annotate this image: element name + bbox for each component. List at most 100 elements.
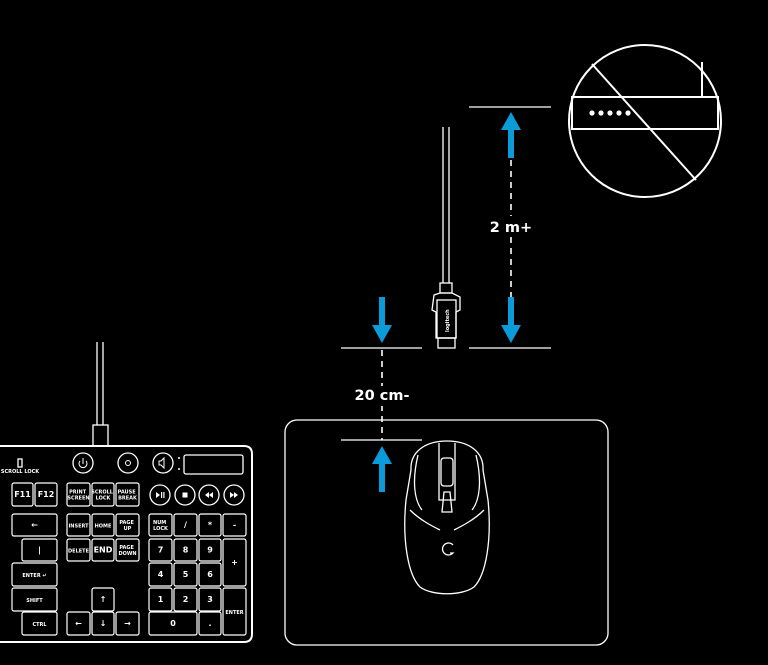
stop-button[interactable] [174, 484, 196, 506]
key[interactable] [91, 587, 115, 612]
key-label: ENTER ↵ [22, 573, 46, 579]
brightness-button[interactable] [117, 452, 139, 474]
key[interactable] [222, 587, 247, 636]
key[interactable] [198, 513, 222, 537]
key[interactable] [91, 538, 115, 562]
arrow-down-icon [372, 297, 392, 343]
arrow-down-icon [501, 297, 521, 343]
receiver-brand-text: logitech [445, 309, 451, 332]
mouse-distance-label: 20 cm- [355, 388, 410, 404]
logo-icon [441, 542, 455, 556]
key[interactable] [115, 513, 140, 537]
key[interactable] [148, 538, 173, 562]
key-label: INSERT [68, 524, 89, 530]
stop-icon [182, 492, 188, 498]
key[interactable] [222, 538, 247, 587]
key[interactable] [198, 587, 222, 612]
game-mode-button[interactable] [72, 452, 94, 474]
key[interactable] [173, 538, 198, 562]
key[interactable] [115, 611, 140, 636]
key-label: . [208, 619, 211, 628]
key-label: | [38, 546, 41, 555]
scroll-lock-indicator: SCROLL LOCK [1, 469, 40, 475]
arrows [372, 112, 521, 492]
key[interactable] [11, 587, 58, 612]
usb-receiver: logitech [431, 127, 461, 349]
mute-icon [158, 456, 165, 470]
key[interactable] [198, 611, 222, 636]
key[interactable] [173, 587, 198, 612]
receiver-distance-label: 2 m+ [490, 220, 532, 236]
key[interactable] [148, 562, 173, 587]
key[interactable] [11, 513, 58, 537]
next-track-button[interactable] [223, 484, 245, 506]
key[interactable] [21, 611, 58, 636]
key[interactable] [115, 482, 140, 507]
key-label: DELETE [68, 549, 90, 555]
key-label: 1 [158, 595, 164, 604]
key-label: END [94, 546, 113, 555]
key-label: HOME [95, 524, 112, 530]
game-mode-icon [78, 458, 88, 469]
key[interactable] [148, 587, 173, 612]
key-label: ENTER [225, 610, 243, 616]
key[interactable] [198, 538, 222, 562]
key-label: ← [75, 619, 82, 628]
arrow-up-icon [501, 112, 521, 158]
key-label: ← [31, 521, 38, 530]
play-pause-icon [156, 492, 165, 498]
key-label: - [233, 521, 236, 530]
key[interactable] [21, 538, 58, 562]
key-label: 7 [158, 546, 164, 555]
key-label: PAGE UP [119, 520, 135, 532]
key-label: PAGE DOWN [118, 545, 136, 557]
key[interactable] [66, 611, 91, 636]
router-prohibited-icon [568, 44, 722, 198]
key[interactable] [66, 482, 91, 507]
key-label: 0 [170, 619, 176, 628]
brightness-icon [125, 460, 131, 466]
key[interactable] [222, 513, 247, 537]
previous-track-icon [205, 492, 213, 498]
key-label: F11 [14, 490, 31, 499]
key-label: CTRL [32, 622, 47, 628]
key[interactable] [11, 562, 58, 587]
mute-button[interactable] [152, 452, 174, 474]
key[interactable] [91, 611, 115, 636]
key-label: PRINT SCREEN [67, 490, 89, 502]
key[interactable] [173, 513, 198, 537]
key[interactable] [66, 513, 91, 537]
display-panel [183, 454, 244, 475]
key-label: * [208, 521, 213, 530]
key-label: SHIFT [26, 598, 43, 604]
mousepad [284, 419, 609, 646]
key-label: ↓ [100, 619, 107, 628]
key[interactable] [91, 482, 115, 507]
key[interactable] [148, 513, 173, 537]
arrow-up-icon [372, 446, 392, 492]
key-label: 3 [207, 595, 213, 604]
key-label: 5 [183, 570, 189, 579]
key[interactable] [115, 538, 140, 562]
key-label: PAUSE BREAK [118, 490, 138, 502]
key[interactable] [66, 538, 91, 562]
key-label: 6 [207, 570, 213, 579]
key[interactable] [11, 482, 34, 507]
key-label: F12 [38, 490, 55, 499]
key-label: SCROLL LOCK [91, 490, 114, 502]
play-pause-button[interactable] [149, 484, 171, 506]
key[interactable] [148, 611, 198, 636]
key-label: NUM LOCK [153, 520, 169, 532]
key-label: 4 [158, 570, 164, 579]
key-label: / [184, 521, 187, 530]
key[interactable] [34, 482, 58, 507]
key-label: 8 [183, 546, 189, 555]
key-label: ↑ [100, 595, 107, 604]
key[interactable] [198, 562, 222, 587]
previous-track-button[interactable] [198, 484, 220, 506]
key-label: 2 [183, 595, 189, 604]
key[interactable] [173, 562, 198, 587]
key[interactable] [91, 513, 115, 537]
